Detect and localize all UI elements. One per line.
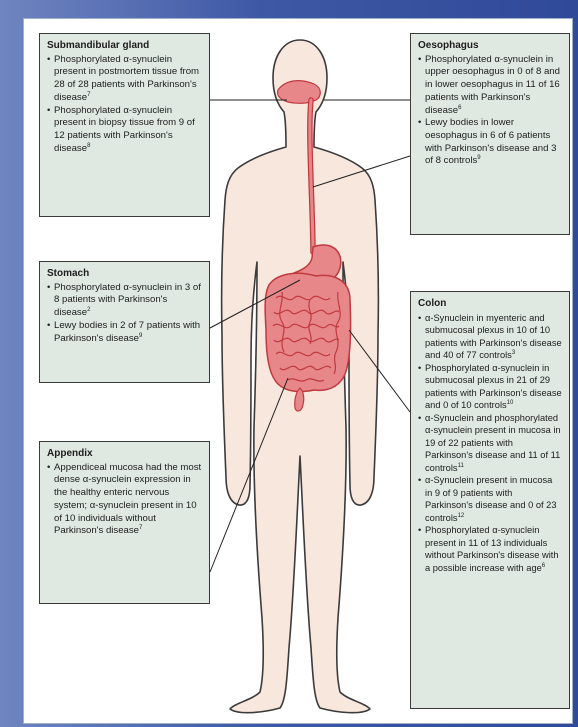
panel-stomach: Stomach Phosphorylated α-synuclein in 3 … bbox=[39, 261, 210, 383]
panel-list: α-Synuclein in myenteric and submucosal … bbox=[418, 312, 562, 575]
list-item: Appendiceal mucosa had the most dense α-… bbox=[47, 462, 202, 538]
panel-title: Appendix bbox=[47, 448, 202, 461]
panel-title: Oesophagus bbox=[418, 40, 562, 53]
list-item: Phosphorylated α-synuclein present in bi… bbox=[47, 105, 202, 156]
list-item: Phosphorylated α-synuclein present in 11… bbox=[418, 524, 562, 574]
list-item: α-Synuclein present in mucosa in 9 of 9 … bbox=[418, 474, 562, 524]
panel-list: Appendiceal mucosa had the most dense α-… bbox=[47, 462, 202, 538]
list-item: Phosphorylated α-synuclein in 3 of 8 pat… bbox=[47, 282, 202, 320]
panel-title: Submandibular gland bbox=[47, 40, 202, 53]
list-item: Lewy bodies in lower oesophagus in 6 of … bbox=[418, 117, 562, 168]
list-item: α-Synuclein in myenteric and submucosal … bbox=[418, 312, 562, 362]
list-item: Phosphorylated α-synuclein in submucosal… bbox=[418, 362, 562, 412]
list-item: α-Synuclein and phosphorylated α-synucle… bbox=[418, 412, 562, 475]
panel-list: Phosphorylated α-synuclein present in po… bbox=[47, 54, 202, 156]
intestines-organ bbox=[265, 273, 350, 391]
list-item: Phosphorylated α-synuclein present in po… bbox=[47, 54, 202, 105]
list-item: Phosphorylated α-synuclein in upper oeso… bbox=[418, 54, 562, 118]
panel-list: Phosphorylated α-synuclein in upper oeso… bbox=[418, 54, 562, 168]
panel-list: Phosphorylated α-synuclein in 3 of 8 pat… bbox=[47, 282, 202, 346]
panel-appendix: Appendix Appendiceal mucosa had the most… bbox=[39, 441, 210, 604]
panel-oesophagus: Oesophagus Phosphorylated α-synuclein in… bbox=[410, 33, 570, 235]
panel-colon: Colon α-Synuclein in myenteric and submu… bbox=[410, 291, 570, 709]
panel-title: Stomach bbox=[47, 268, 202, 281]
panel-title: Colon bbox=[418, 298, 562, 311]
list-item: Lewy bodies in 2 of 7 patients with Park… bbox=[47, 320, 202, 345]
panel-submandibular-gland: Submandibular gland Phosphorylated α-syn… bbox=[39, 33, 210, 217]
